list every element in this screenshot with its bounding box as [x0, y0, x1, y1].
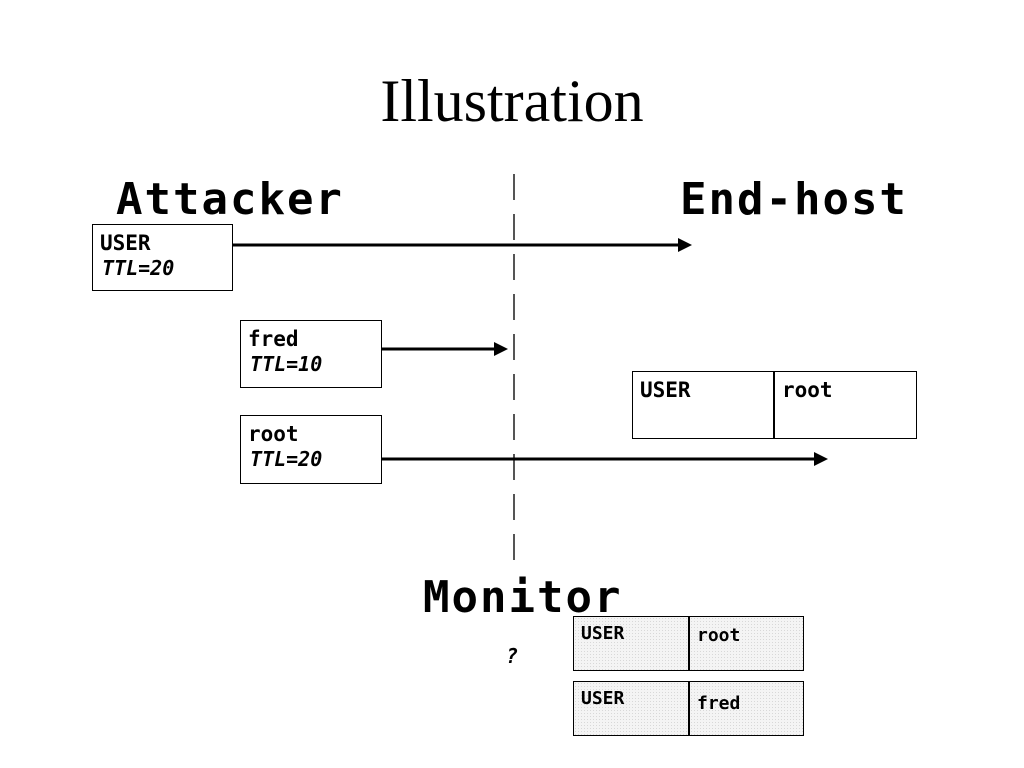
packet-label: root [248, 422, 299, 446]
packet-label: USER [100, 231, 151, 255]
monitor-segment: USER [573, 681, 689, 736]
segment-label: root [782, 378, 833, 402]
packet-root: root TTL=20 [240, 415, 382, 484]
monitor-segment: root [689, 616, 804, 671]
segment-label: USER [640, 378, 691, 402]
monitor-question-mark: ? [506, 644, 519, 668]
slide-title: Illustration [380, 68, 644, 134]
arrow-user-to-end-host [232, 238, 692, 252]
end-host-heading: End-host [680, 174, 908, 225]
segment-label: root [697, 625, 741, 646]
end-host-segment: root [774, 371, 917, 439]
monitor-segment: USER [573, 616, 689, 671]
arrow-root-to-end-host [381, 452, 828, 466]
packet-ttl: TTL=20 [250, 447, 323, 471]
end-host-segment: USER [632, 371, 774, 439]
segment-label: USER [581, 623, 625, 644]
packet-ttl: TTL=20 [102, 256, 175, 280]
packet-label: fred [248, 327, 299, 351]
packet-user: USER TTL=20 [92, 224, 233, 291]
monitor-heading: Monitor [423, 572, 623, 623]
segment-label: USER [581, 688, 625, 709]
packet-ttl: TTL=10 [250, 352, 323, 376]
segment-label: fred [697, 693, 741, 714]
packet-fred: fred TTL=10 [240, 320, 382, 388]
arrow-fred-to-monitor [381, 342, 508, 356]
monitor-segment: fred [689, 681, 804, 736]
attacker-heading: Attacker [116, 174, 344, 225]
